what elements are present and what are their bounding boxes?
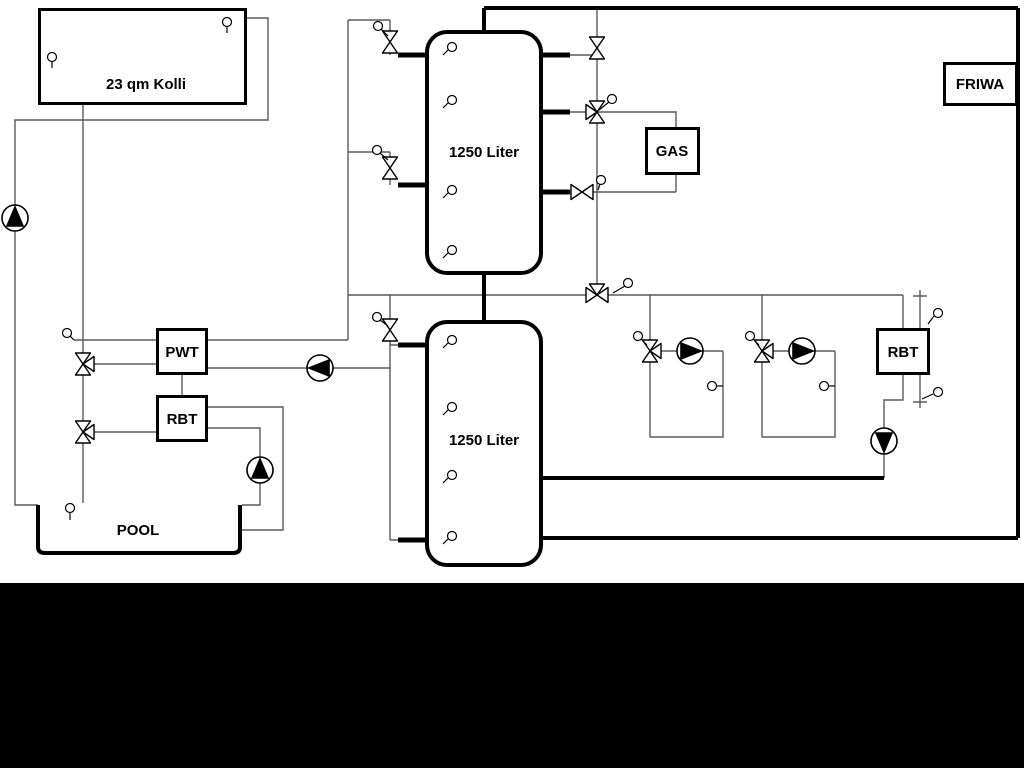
pipe-hot-water-loop bbox=[482, 6, 1020, 540]
temp-sensor bbox=[221, 16, 233, 33]
temp-sensor bbox=[744, 330, 760, 346]
temp-sensor bbox=[46, 51, 58, 68]
collector-label: 23 qm Kolli bbox=[106, 76, 186, 93]
temp-sensor bbox=[706, 380, 723, 392]
pump-heating-circuit-1 bbox=[676, 337, 704, 365]
valve-tank1-mid-left bbox=[381, 156, 399, 180]
valve-gas-mixing bbox=[585, 100, 606, 124]
pwt-label: PWT bbox=[165, 344, 198, 361]
pumps bbox=[1, 204, 898, 484]
valve-gas-return bbox=[570, 183, 594, 201]
temp-sensor bbox=[442, 94, 458, 109]
gas-boiler-box bbox=[645, 127, 700, 175]
temp-sensor bbox=[64, 502, 76, 520]
temp-sensor bbox=[632, 330, 648, 346]
pool-basin bbox=[36, 505, 242, 555]
pump-pool bbox=[246, 456, 274, 484]
rbt-right-label: RBT bbox=[888, 344, 919, 361]
pwt-box bbox=[156, 328, 208, 375]
valve-tank2-top-left bbox=[381, 318, 399, 342]
tank-top-label: 1250 Liter bbox=[449, 144, 519, 161]
temp-sensor bbox=[598, 93, 618, 111]
temp-sensor bbox=[927, 307, 944, 325]
temp-sensor bbox=[371, 144, 389, 161]
tank-stubs bbox=[398, 52, 570, 543]
temp-sensor bbox=[371, 311, 389, 327]
pipe-rbt-pool-supply bbox=[208, 406, 284, 531]
equipment-boxes bbox=[36, 8, 1018, 567]
labels: 23 qm Kolli 1250 Liter 1250 Liter GAS FR… bbox=[106, 76, 1004, 539]
valve-gas-riser-top bbox=[588, 36, 606, 60]
pipe-pwt-pump-line bbox=[208, 295, 398, 541]
buffer-tank-bottom bbox=[425, 320, 543, 567]
pump-pwt-charge bbox=[306, 354, 334, 382]
temp-sensor bbox=[442, 469, 458, 484]
temp-sensor bbox=[442, 401, 458, 416]
friwa-label: FRIWA bbox=[956, 76, 1004, 93]
tank-bottom-label: 1250 Liter bbox=[449, 432, 519, 449]
pump-solar-return bbox=[1, 204, 29, 232]
valve-mid-header bbox=[585, 283, 609, 304]
temperature-sensors bbox=[46, 16, 944, 545]
gas-label: GAS bbox=[656, 143, 689, 160]
pipe-collector-return bbox=[14, 17, 269, 506]
valve-pwt-threeway bbox=[74, 352, 95, 376]
temp-sensor bbox=[61, 327, 75, 341]
rbt-left-label: RBT bbox=[167, 411, 198, 428]
pipe-collector-supply bbox=[82, 105, 156, 503]
pump-heating-circuit-2 bbox=[788, 337, 816, 365]
temp-sensor bbox=[442, 41, 458, 56]
valve-heating-circuit-2 bbox=[753, 339, 774, 363]
pipe-gas-supply bbox=[597, 111, 677, 127]
valve-heating-circuit-1 bbox=[641, 339, 662, 363]
temp-sensor bbox=[442, 334, 458, 349]
temp-sensor bbox=[921, 386, 944, 400]
temp-sensor bbox=[595, 174, 607, 191]
friwa-box bbox=[943, 62, 1018, 106]
pool-label: POOL bbox=[117, 522, 160, 539]
pipe-circuit-feeds bbox=[649, 295, 763, 345]
letterbox-bottom bbox=[0, 583, 1024, 768]
temp-sensor bbox=[442, 530, 458, 545]
temp-sensor bbox=[612, 277, 634, 294]
pipes-thick bbox=[398, 6, 1020, 543]
pump-rbt-right bbox=[870, 427, 898, 455]
solar-collector-box bbox=[38, 8, 247, 105]
rbt-left-box bbox=[156, 395, 208, 442]
rbt-right-box bbox=[876, 328, 930, 375]
buffer-tank-top bbox=[425, 30, 543, 275]
temp-sensor bbox=[442, 244, 458, 259]
valve-rbt-threeway bbox=[74, 420, 95, 444]
temp-sensor bbox=[818, 380, 835, 392]
temp-sensor bbox=[442, 184, 458, 199]
temp-sensor bbox=[372, 20, 389, 37]
